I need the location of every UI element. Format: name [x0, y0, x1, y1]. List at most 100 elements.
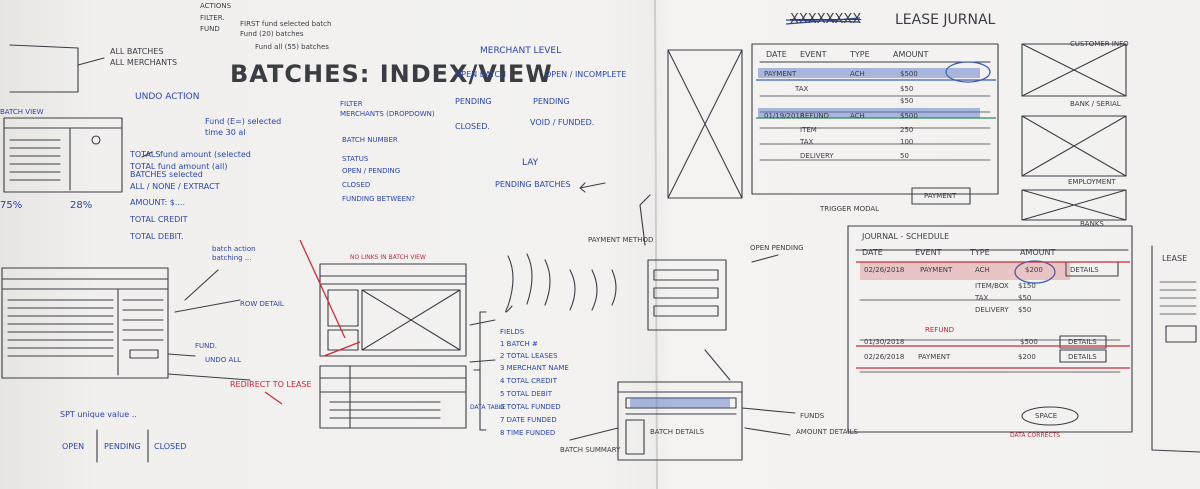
schedule-row-3-amount: $200: [1018, 353, 1036, 361]
merchant-level-label: MERCHANT LEVEL: [480, 46, 562, 56]
schedule-row-2-amount: $500: [1020, 338, 1038, 346]
status-void-funded: VOID / FUNDED.: [530, 118, 595, 127]
batch-summary-note: BATCH SUMMARY: [560, 446, 621, 454]
status-open-batch: OPEN BATCH: [455, 70, 507, 79]
funded-note: Fund (E=) selected: [205, 117, 282, 126]
schedule-data-note: DATA CORRECTS: [1010, 432, 1061, 439]
schedule-row-3-date: 02/26/2018: [864, 353, 905, 361]
schedule-row-3-event: PAYMENT: [918, 353, 951, 361]
journal-header-date: DATE: [766, 50, 787, 59]
top-left-box: [9, 44, 79, 93]
total-credit-bullet: TOTAL CREDIT: [130, 215, 188, 224]
struck-title: XXXXXXXX: [790, 12, 862, 27]
journal-row-tax-2-amount: 100: [900, 138, 914, 146]
batches-selected-note: BATCHES selected: [130, 170, 203, 179]
schedule-details-button-1[interactable]: DETAILS: [1070, 266, 1099, 274]
schedule-tax-label: TAX: [975, 294, 989, 302]
payment-button[interactable]: PAYMENT: [924, 192, 957, 200]
journal-row-1-type: ACH: [850, 70, 865, 78]
total-debit-bullet: TOTAL DEBIT.: [130, 232, 184, 241]
amount-details-note: AMOUNT DETAILS: [796, 428, 858, 436]
schedule-details-button-3[interactable]: DETAILS: [1068, 353, 1097, 361]
fund-label: FUND: [200, 25, 220, 33]
schedule-header-event: EVENT: [915, 248, 942, 257]
filter-heading: FILTER: [340, 100, 363, 108]
schedule-row-1-amount: $200: [1025, 266, 1043, 274]
batch-view-wireframe: [3, 117, 123, 193]
schedule-item-label: ITEM/BOX: [975, 282, 1009, 290]
fund-selected-note: FIRST fund selected batch: [240, 20, 332, 28]
form-wireframe: [647, 259, 727, 331]
tab-closed: CLOSED: [154, 442, 187, 451]
journal-header-amount: AMOUNT: [893, 50, 929, 59]
batch-detail-wireframe: [617, 381, 743, 461]
journal-row-item: ITEM: [800, 126, 817, 134]
journal-row-tax-2: TAX: [800, 138, 814, 146]
fund-all-note: Fund all (55) batches: [255, 43, 329, 51]
schedule-header-date: DATE: [862, 248, 883, 257]
journal-row-tax: TAX: [795, 85, 809, 93]
fund-amount-note: fund amount (selected: [160, 150, 251, 159]
schedule-row-2-date: 01/30/2018: [864, 338, 905, 346]
schedule-header-amount: AMOUNT: [1020, 248, 1056, 257]
trigger-modal-note: TRIGGER MODAL: [820, 205, 880, 213]
batch-details-label: BATCH DETAILS: [650, 428, 705, 436]
schedule-header-type: TYPE: [970, 248, 990, 257]
schedule-item-amount: $150: [1018, 282, 1036, 290]
bank-serial-label: BANK / SERIAL: [1070, 100, 1121, 108]
batches-index-wireframe: [1, 267, 169, 379]
time-note: time 30 al: [205, 128, 246, 137]
journal-row-refund-date: 01/19/2018: [764, 112, 805, 120]
journal-row-delivery-amount: $50: [900, 97, 914, 105]
actions-label: ACTIONS: [200, 2, 232, 10]
percent-28: 28%: [70, 200, 93, 211]
filter-status: STATUS: [342, 155, 369, 163]
fields-heading: FIELDS: [500, 328, 525, 336]
filter-closed: CLOSED: [342, 181, 371, 189]
percent-75: 75%: [0, 200, 23, 211]
filter-batch-number: BATCH NUMBER: [342, 136, 398, 144]
journal-header-type: TYPE: [850, 50, 870, 59]
all-merchants-label: ALL MERCHANTS: [110, 58, 178, 67]
page-title: BATCHES: INDEX/VIEW: [230, 60, 553, 88]
fund-note-left: FUND.: [195, 342, 218, 350]
tab-pending: PENDING: [104, 442, 141, 451]
funds-note: FUNDS: [800, 412, 825, 420]
status-closed: CLOSED.: [455, 122, 490, 131]
batch-action-note-2: batching ...: [212, 254, 252, 262]
split-values-note: SPT unique value ..: [60, 410, 137, 419]
schedule-refund-label: REFUND: [925, 326, 955, 334]
redirect-to-lease: REDIRECT TO LEASE: [230, 380, 312, 389]
schedule-row-1-type: ACH: [975, 266, 990, 274]
schedule-row-1-date: 02/26/2018: [864, 266, 905, 274]
journal-row-1-amount: $500: [900, 70, 918, 78]
schedule-tax-amount: $50: [1018, 294, 1032, 302]
schedule-delivery-amount: $50: [1018, 306, 1032, 314]
filter-funding-between: FUNDING BETWEEN?: [342, 195, 415, 203]
data-table-label: DATA TABLE: [470, 404, 506, 411]
filter-open-pending: OPEN / PENDING: [342, 167, 401, 175]
lease-journal-wireframe: [751, 43, 999, 195]
field-total-funded: 6 TOTAL FUNDED: [500, 403, 561, 411]
lay-label: LAY: [522, 158, 539, 168]
lease-journal-title: LEASE JURNAL: [895, 12, 996, 28]
journal-row-refund-amount: $500: [900, 112, 918, 120]
status-open-incomplete: OPEN / INCOMPLETE: [545, 70, 627, 79]
undo-action-label: UNDO ACTION: [135, 92, 200, 102]
schedule-details-button-2[interactable]: DETAILS: [1068, 338, 1097, 346]
schedule-delivery-label: DELIVERY: [975, 306, 1009, 314]
journal-row-delivery-2-amount: 50: [900, 152, 909, 160]
row-action-label: ROW DETAIL: [240, 300, 284, 308]
schedule-oval-label: SPACE: [1035, 412, 1058, 420]
field-merchant: 3 MERCHANT NAME: [500, 364, 569, 372]
field-total-leases: 2 TOTAL LEASES: [500, 352, 558, 360]
journal-row-refund-type: ACH: [850, 112, 865, 120]
customer-info-label: CUSTOMER INFO: [1070, 40, 1129, 48]
status-pending-2: PENDING: [533, 97, 570, 106]
journal-schedule-wireframe: [847, 225, 1133, 433]
journal-row-item-amount: 250: [900, 126, 914, 134]
all-batches-label: ALL BATCHES: [110, 47, 164, 56]
totals-note: TOTALS: [130, 150, 161, 159]
